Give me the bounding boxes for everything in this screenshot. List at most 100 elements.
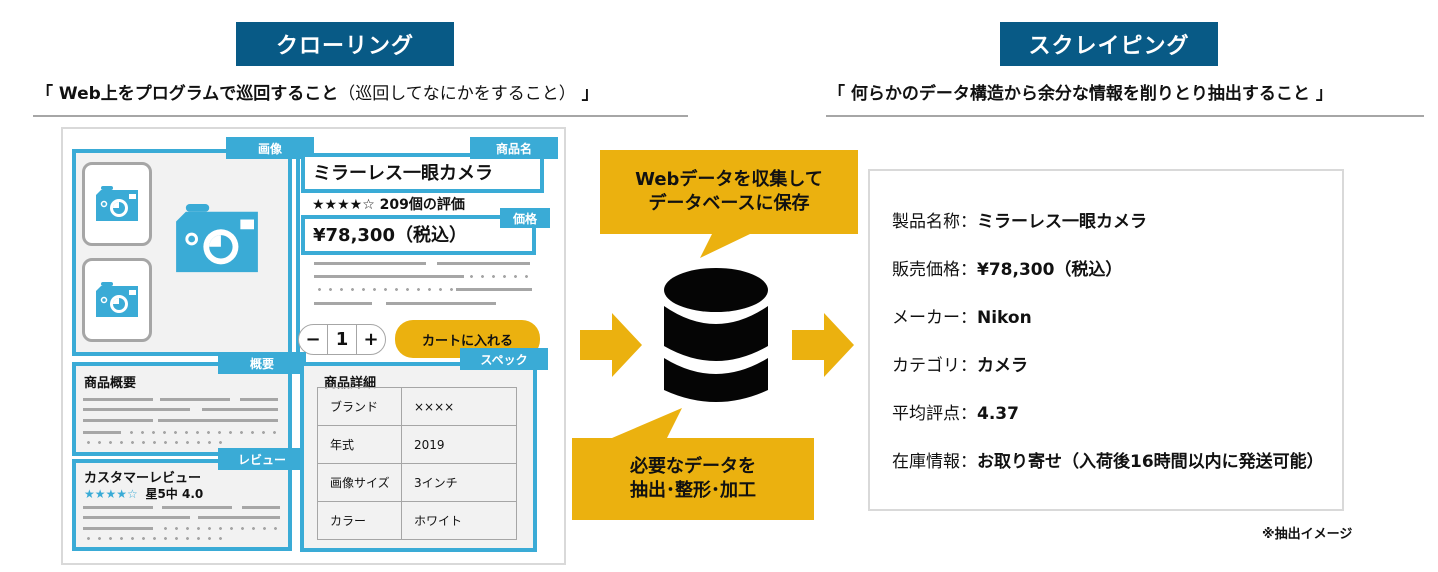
spec-value: ×××× <box>401 387 517 426</box>
result-label: メーカー： <box>892 308 977 328</box>
text-placeholder <box>456 288 532 291</box>
text-placeholder <box>83 431 121 434</box>
text-placeholder <box>386 302 496 305</box>
arrow-right-icon <box>580 313 642 377</box>
result-value: Nikon <box>977 308 1032 328</box>
spec-key: 画像サイズ <box>317 463 402 502</box>
scraping-title-text: スクレイピング <box>1028 34 1190 59</box>
text-placeholder <box>83 527 153 530</box>
text-placeholder <box>83 419 153 422</box>
crawling-title: クローリング <box>236 22 454 66</box>
extraction-note: ※抽出イメージ <box>1262 527 1353 542</box>
result-row-price: 販売価格：¥78,300（税込） <box>892 255 1122 280</box>
result-value: カメラ <box>977 356 1028 376</box>
text-placeholder <box>202 408 278 411</box>
subtitle-bracket-open: 「 <box>36 84 59 104</box>
quantity-stepper[interactable]: − 1 + <box>298 324 386 355</box>
text-placeholder <box>162 506 232 509</box>
info-column-border <box>296 149 300 356</box>
quantity-value[interactable]: 1 <box>327 325 356 354</box>
extract-callout: 必要なデータを 抽出･整形･加工 <box>572 438 814 520</box>
spec-key: ブランド <box>317 387 402 426</box>
review-score: 星5中 4.0 <box>145 487 204 501</box>
text-placeholder <box>314 288 454 291</box>
result-row-rating: 平均評点：4.37 <box>892 399 1019 424</box>
result-value: お取り寄せ（入荷後16時間以内に発送可能） <box>977 452 1324 472</box>
collect-callout-shape <box>600 150 858 258</box>
crawling-title-text: クローリング <box>275 34 414 59</box>
text-placeholder <box>83 398 153 401</box>
subtitle-bracket-close: 」 <box>575 84 599 104</box>
extract-callout-shape <box>572 408 814 520</box>
table-row: カラーホワイト <box>317 501 517 540</box>
text-placeholder <box>83 408 190 411</box>
text-placeholder <box>83 506 153 509</box>
crawling-subtitle: 「 Web上をプログラムで巡回すること（巡回してなにかをすること） 」 <box>36 79 599 104</box>
tag-overview: 概要 <box>218 352 306 374</box>
result-value: ¥78,300（税込） <box>977 260 1123 280</box>
result-label: カテゴリ： <box>892 356 977 376</box>
result-row-stock: 在庫情報：お取り寄せ（入荷後16時間以内に発送可能） <box>892 447 1324 472</box>
spec-key: カラー <box>317 501 402 540</box>
spec-value: ホワイト <box>401 501 517 540</box>
text-placeholder <box>198 516 280 519</box>
result-value: 4.37 <box>977 404 1019 424</box>
scraping-title: スクレイピング <box>1000 22 1218 66</box>
right-divider <box>826 115 1424 117</box>
review-section: カスタマーレビュー ★★★★☆ 星5中 4.0 <box>72 459 292 551</box>
product-name[interactable]: ミラーレス一眼カメラ <box>313 163 493 184</box>
text-placeholder <box>83 441 223 444</box>
review-stars: ★★★★☆ <box>84 487 138 501</box>
table-row: ブランド×××× <box>317 387 517 426</box>
text-placeholder <box>314 302 372 305</box>
rating-row: ★★★★☆ 209個の評価 <box>312 194 465 214</box>
arrow-right-icon <box>792 313 854 377</box>
price: ¥78,300（税込） <box>313 225 467 246</box>
text-placeholder <box>126 431 281 434</box>
tag-image: 画像 <box>226 137 314 159</box>
text-placeholder <box>158 419 278 422</box>
text-placeholder <box>160 527 282 530</box>
text-placeholder <box>83 537 223 540</box>
extraction-result-box: 製品名称：ミラーレス一眼カメラ 販売価格：¥78,300（税込） メーカー：Ni… <box>868 169 1344 511</box>
result-label: 製品名称： <box>892 212 977 232</box>
text-placeholder <box>314 275 464 278</box>
result-row-category: カテゴリ：カメラ <box>892 351 1028 376</box>
tag-review: レビュー <box>218 448 306 470</box>
extract-line-2: 抽出･整形･加工 <box>630 480 756 501</box>
rating-stars: ★★★★☆ <box>312 197 375 213</box>
result-row-product-name: 製品名称：ミラーレス一眼カメラ <box>892 207 1147 232</box>
review-rating: ★★★★☆ 星5中 4.0 <box>84 485 203 502</box>
thumbnail-1[interactable] <box>82 162 152 246</box>
tag-price: 価格 <box>500 208 550 228</box>
decrement-button[interactable]: − <box>305 329 321 350</box>
product-name-box: ミラーレス一眼カメラ <box>301 153 544 193</box>
spec-value: 3インチ <box>401 463 517 502</box>
tag-spec: スペック <box>460 348 548 370</box>
camera-icon <box>96 186 138 221</box>
extract-line-1: 必要なデータを <box>630 455 756 477</box>
text-placeholder <box>466 275 532 278</box>
review-title: カスタマーレビュー <box>84 471 202 486</box>
spec-value: 2019 <box>401 425 517 464</box>
text-placeholder <box>160 398 230 401</box>
scraping-subtitle: 「 何らかのデータ構造から余分な情報を削りとり抽出すること 」 <box>828 84 1333 104</box>
result-value: ミラーレス一眼カメラ <box>977 212 1147 232</box>
text-placeholder <box>240 398 278 401</box>
result-label: 在庫情報： <box>892 452 977 472</box>
database-icon <box>664 268 768 402</box>
spec-key: 年式 <box>317 425 402 464</box>
collect-line-1: Webデータを収集して <box>635 168 823 190</box>
crawling-note: （巡回してなにかをすること） <box>338 84 576 104</box>
crawling-definition: Web上をプログラムで巡回すること <box>58 84 339 104</box>
price-box: ¥78,300（税込） <box>301 215 536 255</box>
increment-button[interactable]: + <box>356 325 385 354</box>
text-placeholder <box>437 262 530 265</box>
thumbnail-2[interactable] <box>82 258 152 342</box>
collect-line-2: データベースに保存 <box>648 193 810 214</box>
rating-count[interactable]: 209個の評価 <box>379 197 465 213</box>
tag-product-name: 商品名 <box>470 137 558 159</box>
